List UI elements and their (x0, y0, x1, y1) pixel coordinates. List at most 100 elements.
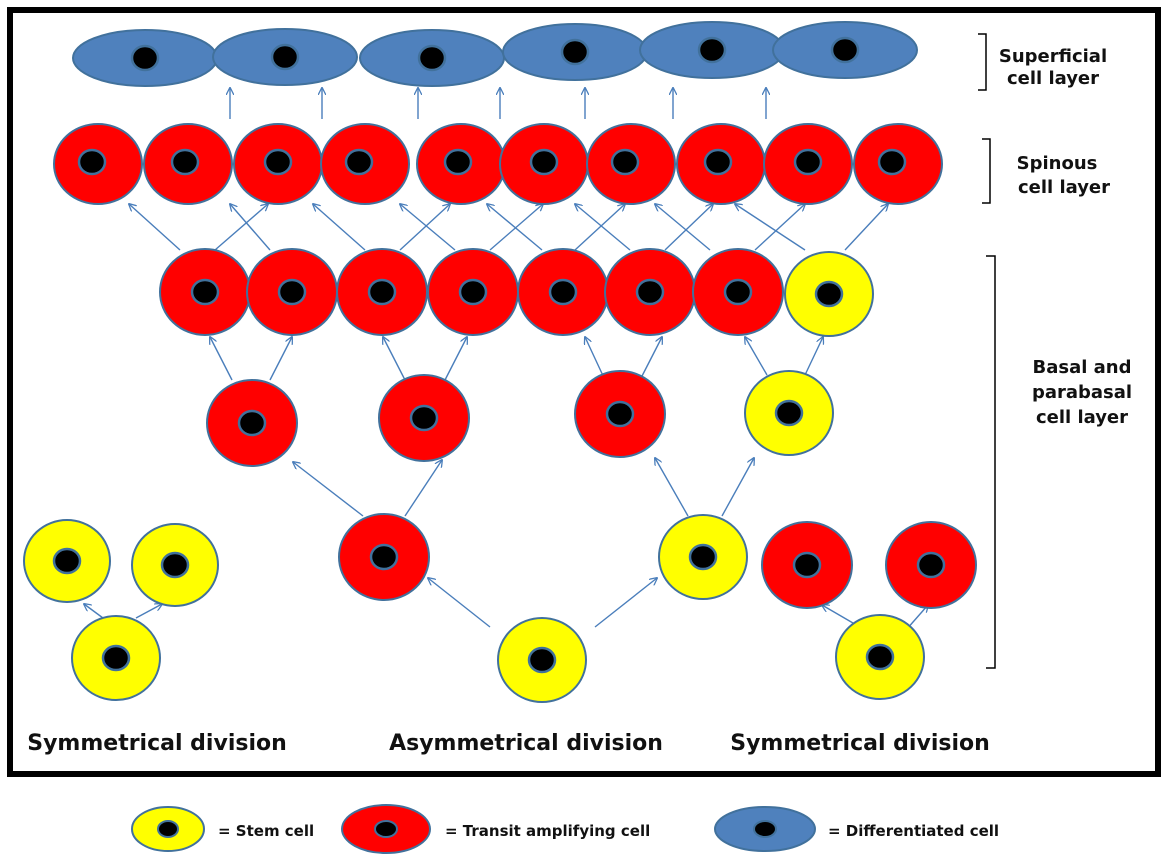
parabasal-transit-cell (206, 379, 298, 467)
division-arrow (404, 460, 442, 517)
legend-transit-label: = Transit amplifying cell (445, 822, 650, 840)
parabasal-transit-cell (378, 374, 470, 462)
nucleus (792, 551, 822, 579)
nucleus (170, 148, 200, 176)
nucleus (877, 148, 907, 176)
basal-label-3: cell layer (1036, 407, 1128, 428)
basal-transit-cell (517, 248, 609, 336)
asymmetric-daughter-stem-cell (658, 514, 748, 600)
nucleus (697, 36, 727, 64)
division-label-center: Asymmetrical division (389, 731, 663, 756)
nucleus (830, 36, 860, 64)
division-label-left: Symmetrical division (27, 731, 287, 756)
superficial-label-1: Superficial (999, 46, 1107, 67)
basal-stem-cell (784, 251, 874, 337)
differentiated-cell (212, 28, 358, 86)
differentiated-cell (639, 21, 785, 79)
spinous-label-2: cell layer (1018, 177, 1110, 198)
division-arrow (428, 578, 491, 628)
division-label-right: Symmetrical division (730, 731, 990, 756)
nucleus (529, 148, 559, 176)
spinous-transit-cell (853, 123, 943, 205)
nucleus (458, 278, 488, 306)
division-arrow (575, 204, 631, 251)
nucleus (237, 409, 267, 437)
parent-stem-cell-center (497, 617, 587, 703)
cells-group (23, 21, 977, 703)
division-arrow (214, 204, 268, 251)
symmetric-daughter-transit-cell (885, 521, 977, 609)
nucleus (130, 44, 160, 72)
legend-transit-cell-icon (341, 804, 431, 854)
legend: = Stem cell = Transit amplifying cell = … (131, 804, 999, 854)
nucleus (52, 547, 82, 575)
division-arrow (639, 337, 662, 381)
nucleus (190, 278, 220, 306)
nucleus (367, 278, 397, 306)
nucleus (344, 148, 374, 176)
division-arrow (293, 462, 364, 517)
spinous-transit-cell (320, 123, 410, 205)
differentiated-cell (772, 21, 918, 79)
superficial-bracket (978, 33, 987, 91)
division-arrow (444, 337, 467, 381)
symmetric-daughter-stem-cell (131, 523, 219, 607)
nucleus (417, 44, 447, 72)
nucleus (865, 643, 895, 671)
division-arrow (489, 204, 543, 251)
nucleus (814, 280, 844, 308)
nucleus (270, 43, 300, 71)
nucleus (369, 543, 399, 571)
legend-stem-label: = Stem cell (218, 822, 314, 840)
nucleus (635, 278, 665, 306)
legend-differentiated-cell-icon (714, 806, 816, 852)
nucleus (610, 148, 640, 176)
spinous-transit-cell (143, 123, 233, 205)
basal-transit-cell (246, 248, 338, 336)
arrows-group (84, 88, 928, 631)
nucleus (443, 148, 473, 176)
division-arrow (844, 204, 888, 251)
division-arrow (721, 458, 754, 517)
division-arrow (655, 204, 711, 251)
division-arrow (664, 204, 713, 251)
spinous-transit-cell (416, 123, 506, 205)
division-arrow (383, 337, 406, 381)
superficial-label-2: cell layer (1007, 68, 1099, 89)
symmetric-daughter-stem-cell (23, 519, 111, 603)
nucleus (527, 646, 557, 674)
division-arrow (399, 204, 450, 251)
division-arrow (754, 204, 805, 251)
symmetric-daughter-transit-cell (761, 521, 853, 609)
spinous-bracket (982, 138, 991, 204)
spinous-transit-cell (586, 123, 676, 205)
nucleus (723, 278, 753, 306)
spinous-transit-cell (499, 123, 589, 205)
division-arrow (655, 458, 689, 517)
division-arrow (804, 337, 823, 376)
nucleus (409, 404, 439, 432)
spinous-label-1: Spinous (1017, 153, 1098, 174)
parabasal-stem-cell (744, 370, 834, 456)
division-arrow (135, 604, 162, 619)
basal-label-1: Basal and (1032, 357, 1131, 378)
nucleus (774, 399, 804, 427)
basal-transit-cell (604, 248, 696, 336)
parent-stem-cell-right (835, 614, 925, 700)
spinous-transit-cell (676, 123, 766, 205)
basal-bracket (986, 255, 996, 669)
asymmetric-daughter-transit-cell (338, 513, 430, 601)
nucleus (160, 551, 190, 579)
legend-differentiated-label: = Differentiated cell (828, 822, 999, 840)
division-arrow (487, 204, 543, 251)
spinous-transit-cell (53, 123, 143, 205)
nucleus (101, 644, 131, 672)
division-arrow (574, 204, 625, 251)
parabasal-transit-cell (574, 370, 666, 458)
differentiated-cell (359, 29, 505, 87)
division-arrow (594, 578, 657, 628)
basal-label-2: parabasal (1032, 382, 1132, 403)
parent-stem-cell-left (71, 615, 161, 701)
nucleus (793, 148, 823, 176)
